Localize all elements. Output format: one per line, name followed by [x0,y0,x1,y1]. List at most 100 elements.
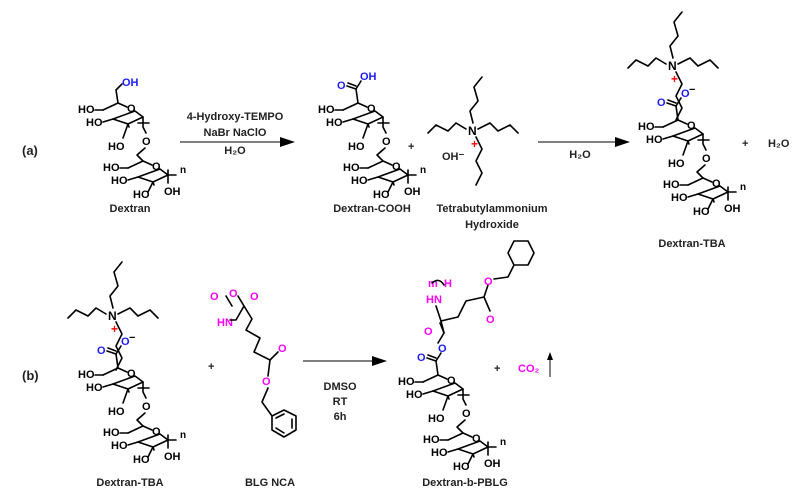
hydroxyl: OH [164,186,181,198]
hydroxyl: HO [133,189,150,201]
bond [675,71,683,121]
condition-dmso: DMSO [324,381,357,393]
reagent-tempo: 4-Hydroxy-TEMPO [187,111,284,123]
ammonium-nitrogen: N [468,124,477,138]
hydroxyl: HO [86,117,103,129]
ammonium-nitrogen: N [108,309,117,323]
bond [136,147,146,162]
carboxyl-hydroxyl: OH [360,71,377,83]
primary-hydroxyl: OH [122,77,139,89]
bond [475,136,483,186]
terminal-h: H [444,278,452,290]
step2-reagent-water: H₂O [569,149,591,161]
hydroxyl: OH [404,186,421,198]
carbonyl-oxygen: O [417,352,426,364]
bond [167,169,177,184]
repeat-n: n [420,165,426,176]
bond [122,388,129,404]
hydroxyl: HO [103,162,120,174]
bond [487,441,497,456]
bond [362,123,369,139]
label-dextran-tba-b: Dextran-TBA [96,477,163,489]
ester-carbonyl-oxygen: O [278,343,287,355]
bond [427,122,467,134]
hydroxyl: HO [638,121,655,133]
bond [102,118,114,123]
label-tbah-1: Tetrabutylammonium [436,203,547,215]
carbonyl-oxygen: O [97,345,106,357]
positive-charge: + [111,322,118,336]
bond [407,169,417,184]
ring-oxygen: O [392,161,401,173]
hydroxyl: HO [133,454,150,466]
hydroxyl: HO [343,162,360,174]
ester-oxygen: O [438,343,447,355]
ring-oxygen: O [127,103,136,115]
bond [437,322,445,344]
bond [696,164,706,179]
hydroxyl: HO [86,382,103,394]
ring-oxygen: O [229,288,238,300]
bond [127,176,139,181]
amide-nh: HN [426,294,442,306]
repeat-n: n [180,430,186,441]
bond [469,76,483,124]
hydroxyl: HO [103,427,120,439]
ammonium-nitrogen: N [668,59,677,73]
bond [267,351,279,377]
label-dextran-tba-a: Dextran-TBA [658,238,725,250]
bond [137,116,150,134]
plus-b2: + [494,363,500,375]
bond [682,140,689,156]
bond [422,390,434,395]
bond [376,147,386,162]
bond [666,99,677,107]
ring-oxygen: O [687,120,696,132]
plus-a1: + [408,141,414,153]
bond [707,198,714,210]
hydroxyl: HO [348,141,365,153]
carbonyl-oxygen: O [657,97,666,109]
scheme-a-label: (a) [22,143,38,158]
hydroxyl: HO [663,179,680,191]
bond [687,193,699,198]
bond [493,264,515,280]
hydroxyl: OH [484,458,501,470]
scheme-b-label: (b) [22,368,39,383]
bond [106,347,117,355]
ester-oxygen: O [262,376,271,388]
bond [477,122,519,134]
hydroxyl: HO [398,376,415,388]
bond [355,80,362,90]
hydroxyl: HO [351,175,368,187]
bond [377,116,390,134]
bond [440,320,445,334]
bond [342,118,354,123]
label-dextran-cooh: Dextran-COOH [333,203,411,215]
carboxylate-oxygen: O [681,88,690,100]
repeat-m: m [428,278,438,290]
carboxylate-oxygen: O [121,336,130,348]
bond [115,83,123,104]
byproduct-water: H₂O [768,138,790,150]
bond [137,381,150,399]
bond [271,409,297,438]
bond [147,446,154,458]
hydroxyl: HO [428,413,445,425]
hydroxyl: HO [431,447,448,459]
negative-charge: − [689,84,695,96]
tba-counterion-a: N+ [627,11,719,121]
amide-oxygen: O [424,326,433,338]
bond [677,57,719,69]
bond [456,419,466,434]
bond [109,261,123,309]
bond [440,284,491,322]
hydroxyl: OH [164,451,181,463]
bond [727,186,737,201]
label-dextran: Dextran [110,203,151,215]
